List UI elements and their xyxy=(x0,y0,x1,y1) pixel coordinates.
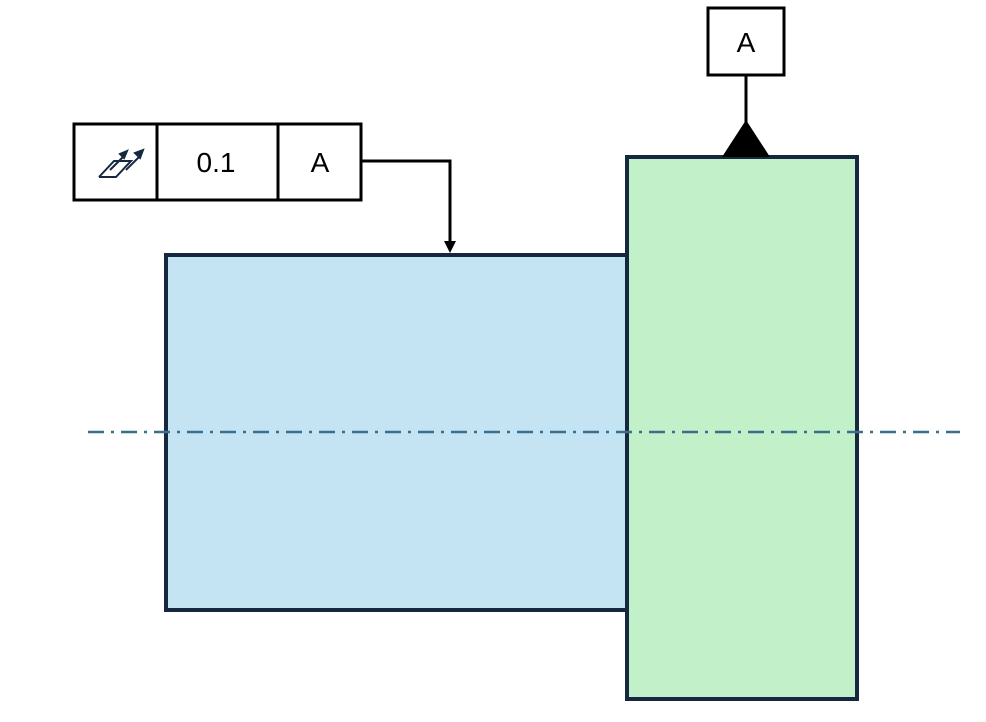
total-runout-icon xyxy=(98,148,145,178)
fcf-leader-line xyxy=(361,159,452,243)
large-cylinder xyxy=(625,155,859,701)
datum-reference: A xyxy=(311,147,330,178)
feature-control-frame: 0.1 A xyxy=(72,122,363,202)
fcf-leader-arrow xyxy=(444,241,456,253)
tolerance-value: 0.1 xyxy=(197,147,236,178)
datum-triangle xyxy=(722,120,770,157)
datum-label: A xyxy=(737,27,756,58)
datum-label-box xyxy=(706,6,786,77)
datum-feature-symbol: A xyxy=(706,6,786,157)
